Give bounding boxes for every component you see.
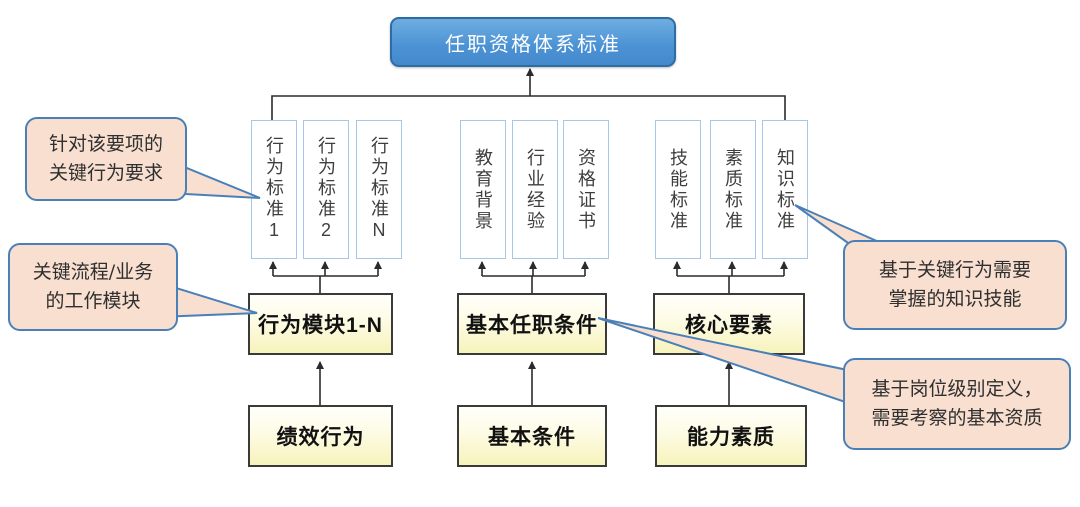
item-skill-standard: 技能标准 — [655, 120, 701, 259]
node-basic-job-conditions: 基本任职条件 — [457, 293, 607, 355]
item-knowledge-standard: 知识标准 — [762, 120, 808, 259]
callout-line: 掌握的知识技能 — [888, 288, 1022, 310]
root-node-qualification-system: 任职资格体系标准 — [390, 17, 676, 67]
node-core-elements: 核心要素 — [653, 293, 805, 355]
node-ability-quality: 能力素质 — [655, 405, 807, 467]
callout-basic-qualifications-by-level: 基于岗位级别定义， 需要考察的基本资质 — [843, 358, 1071, 450]
top-tree-line — [271, 95, 786, 120]
item-behavior-standard-2: 行为标准2 — [303, 120, 349, 259]
callout-line: 针对该要项的 — [48, 132, 163, 155]
node-performance-behavior: 绩效行为 — [248, 405, 393, 467]
callout-knowledge-skills-needed: 基于关键行为需要 掌握的知识技能 — [843, 240, 1067, 330]
node-behavior-module: 行为模块1-N — [248, 293, 393, 355]
node-basic-conditions: 基本条件 — [457, 405, 607, 467]
callout-line: 需要考察的基本资质 — [871, 407, 1043, 429]
item-industry-experience: 行业经验 — [512, 120, 558, 259]
callout-line: 关键流程/业务 — [32, 260, 154, 283]
callout-line: 基于岗位级别定义， — [871, 377, 1043, 400]
item-behavior-standard-n: 行为标准N — [356, 120, 402, 259]
callout-key-process-modules: 关键流程/业务 的工作模块 — [8, 243, 178, 331]
callout-line: 的工作模块 — [45, 290, 141, 312]
item-education-background: 教育背景 — [460, 120, 506, 259]
callout-line: 基于关键行为需要 — [878, 258, 1031, 281]
item-qualification-certificate: 资格证书 — [563, 120, 609, 259]
item-behavior-standard-1: 行为标准1 — [251, 120, 297, 259]
callout-line: 关键行为要求 — [48, 162, 163, 184]
item-quality-standard: 素质标准 — [710, 120, 756, 259]
callout-key-behavior-requirements: 针对该要项的 关键行为要求 — [25, 117, 187, 201]
